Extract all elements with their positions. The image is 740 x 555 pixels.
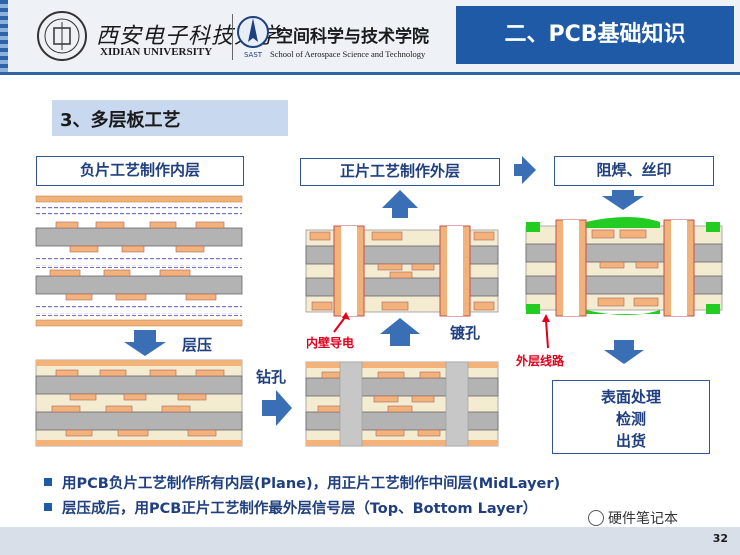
- page-number: 32: [712, 532, 728, 545]
- solder-mask-box: 阻焊、丝印: [554, 156, 714, 186]
- arrow-down-finish: [604, 340, 644, 364]
- header-separator: [232, 14, 233, 60]
- plating-label: 镀孔: [450, 324, 481, 342]
- header-stripe: [0, 0, 8, 72]
- bullet-text: 层压成后，用PCB正片工艺制作最外层信号层（Top、Bottom Layer）: [62, 501, 538, 517]
- arrow-up-outer: [382, 190, 418, 218]
- inner-wall-pointer: [333, 315, 347, 333]
- wechat-icon: [588, 510, 604, 526]
- bullet-marker: [44, 478, 52, 486]
- finish-line-ship: 出货: [615, 432, 646, 450]
- laminated-stack: [35, 359, 243, 447]
- header-divider: [0, 72, 740, 75]
- finish-line-inspect: 检测: [615, 410, 646, 428]
- school-name-cn: 空间科学与技术学院: [276, 27, 429, 47]
- bullet-text: 用PCB负片工艺制作所有内层(Plane)，用正片工艺制作中间层(MidLaye…: [62, 476, 561, 492]
- title-bar: 二、PCB基础知识: [456, 6, 734, 64]
- section-title: 3、多层板工艺: [60, 110, 181, 131]
- university-logo-icon: [37, 11, 87, 61]
- laminate-label: 层压: [182, 336, 213, 354]
- drill-label: 钻孔: [256, 368, 287, 386]
- arrow-down-laminate: [124, 330, 166, 356]
- arrow-up-plating: [380, 318, 420, 346]
- outer-layer-box: 正片工艺制作外层: [300, 158, 500, 186]
- arrow-right-drill: [262, 390, 292, 426]
- section-title-box: 3、多层板工艺: [52, 100, 288, 136]
- arrow-right-mask: [514, 156, 536, 184]
- school-name-en: School of Aerospace Science and Technolo…: [270, 49, 426, 59]
- watermark-text: 硬件笔记本: [608, 511, 678, 527]
- arrow-down-mask: [602, 190, 644, 210]
- drilled-stack: [305, 361, 499, 447]
- footer-bar: [0, 527, 740, 555]
- university-name-en: XIDIAN UNIVERSITY: [100, 46, 213, 58]
- plated-outer-stack: [305, 225, 499, 317]
- finish-box: 表面处理 检测 出货: [552, 380, 710, 454]
- inner-layer-box: 负片工艺制作内层: [36, 156, 244, 186]
- inner-layer-stack: [35, 195, 243, 327]
- inner-wall-label: 内壁导电: [306, 336, 355, 350]
- bullet-marker: [44, 503, 52, 511]
- finish-line-surface: 表面处理: [600, 388, 661, 406]
- school-logo-icon: SAST: [237, 16, 269, 59]
- solder-mask-stack: [525, 217, 723, 317]
- outer-trace-pointer: [545, 319, 549, 349]
- svg-text:SAST: SAST: [244, 51, 263, 59]
- slide-title: 二、PCB基础知识: [504, 22, 686, 47]
- outer-trace-label: 外层线路: [516, 354, 565, 368]
